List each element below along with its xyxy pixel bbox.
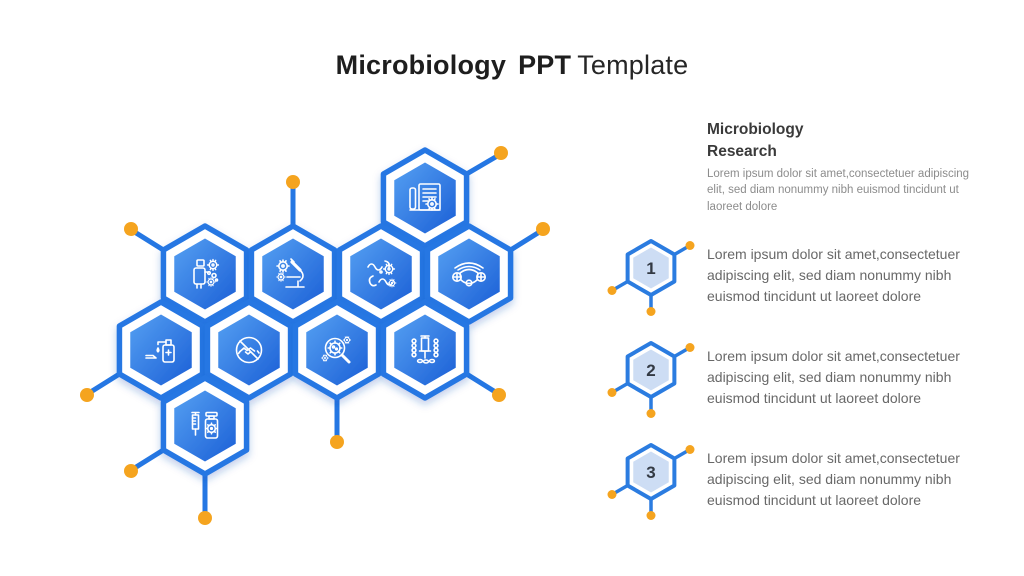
step-node-dots (607, 343, 695, 418)
hex-cell-syringe-dna (383, 302, 466, 398)
step-item-2: 2 Lorem ipsum dolor sit amet,consectetue… (603, 338, 983, 442)
hex-cell-virus-search (295, 302, 378, 398)
title-word-bold-2: PPT (518, 50, 572, 80)
hex-cell-microscope (251, 226, 334, 322)
step-number: 1 (646, 259, 655, 278)
step-text: Lorem ipsum dolor sit amet,consectetuer … (707, 246, 960, 304)
step-connectors (611, 346, 691, 413)
research-description: Lorem ipsum dolor sit amet,consectetuer … (707, 168, 970, 213)
step-hexagon-1: 1 (607, 239, 695, 316)
step-node-dots (607, 445, 695, 520)
step-connectors (611, 448, 691, 515)
syringe-dna-icon (411, 335, 439, 364)
fax-machine-icon (409, 183, 441, 211)
microscope-icon (276, 258, 305, 288)
connector-node-dots (80, 146, 550, 525)
hex-cell-no-handshake (207, 302, 290, 398)
step-hexagon-2: 2 (607, 341, 695, 418)
hex-cell-scientist (163, 226, 246, 322)
step-text: Lorem ipsum dolor sit amet,consectetuer … (707, 450, 960, 508)
bacteria-germs-icon (367, 260, 397, 288)
scientist-with-germs-icon (193, 258, 220, 289)
connector-lines (86, 152, 544, 517)
step-text: Lorem ipsum dolor sit amet,consectetuer … (707, 348, 960, 406)
title-word-bold-1: Microbiology (335, 50, 507, 80)
step-number: 2 (646, 361, 655, 380)
title-word-regular: Template (577, 50, 689, 80)
respirator-mask-icon (451, 262, 486, 287)
research-heading-line2: Research (707, 142, 777, 160)
hex-cell-fax (383, 150, 466, 246)
hex-cell-vaccine (163, 378, 246, 474)
research-heading: Microbiology Research (707, 119, 987, 162)
vaccine-vial-icon (191, 411, 219, 439)
step-item-1: 1 Lorem ipsum dolor sit amet,consectetue… (603, 236, 983, 340)
step-node-dots (607, 241, 695, 316)
hex-cell-sanitizer (119, 302, 202, 398)
step-number: 3 (646, 463, 655, 482)
virus-magnifier-icon (321, 335, 352, 364)
research-heading-line1: Microbiology (707, 121, 804, 138)
step-connectors (611, 244, 691, 311)
hex-cell-respirator (427, 226, 510, 322)
no-handshake-icon (235, 336, 263, 364)
step-hexagon-3: 3 (607, 443, 695, 520)
hand-sanitizer-icon (145, 339, 175, 363)
hex-cell-bacteria (339, 226, 422, 322)
step-item-3: 3 Lorem ipsum dolor sit amet,consectetue… (603, 440, 983, 544)
